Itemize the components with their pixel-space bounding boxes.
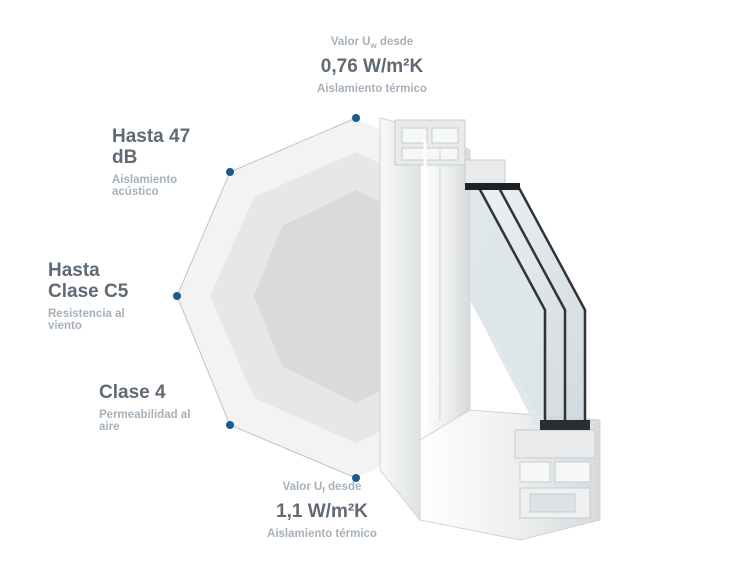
spec-uw-desc: Aislamiento térmico	[317, 83, 427, 95]
marker-uw	[352, 114, 360, 122]
marker-wind	[173, 292, 181, 300]
spec-uf: Valor Uf desde 1,1 W/m²K Aislamiento tér…	[222, 480, 422, 540]
spec-acoustic: Hasta 47 dB Aislamiento acústico	[112, 126, 242, 198]
spec-wind-desc: Resistencia al viento	[48, 308, 125, 332]
spec-air: Clase 4 Permeabilidad al aire	[99, 382, 229, 433]
spec-uw: Valor Uw desde 0,76 W/m²K Aislamiento té…	[272, 35, 472, 95]
performance-hexagon	[177, 118, 395, 478]
spec-uw-value: 0,76 W/m²K	[320, 56, 424, 77]
window-profile-illustration	[379, 117, 601, 541]
spec-wind: Hasta Clase C5 Resistencia al viento	[48, 260, 178, 332]
spec-air-value: Clase 4	[99, 382, 166, 403]
spec-uf-value: 1,1 W/m²K	[276, 501, 368, 522]
spec-uf-label: Valor Uf desde	[282, 481, 362, 495]
marker-acoustic	[226, 168, 234, 176]
marker-uf	[352, 474, 360, 482]
spec-wind-value: Hasta Clase C5	[48, 260, 129, 302]
spec-air-desc: Permeabilidad al aire	[99, 409, 191, 433]
spec-acoustic-value: Hasta 47 dB	[112, 126, 191, 168]
spec-uf-desc: Aislamiento térmico	[267, 528, 377, 540]
marker-air	[226, 421, 234, 429]
spec-acoustic-desc: Aislamiento acústico	[112, 174, 178, 198]
spec-uw-label: Valor Uw desde	[330, 36, 414, 50]
hexagon-inner	[254, 190, 395, 403]
